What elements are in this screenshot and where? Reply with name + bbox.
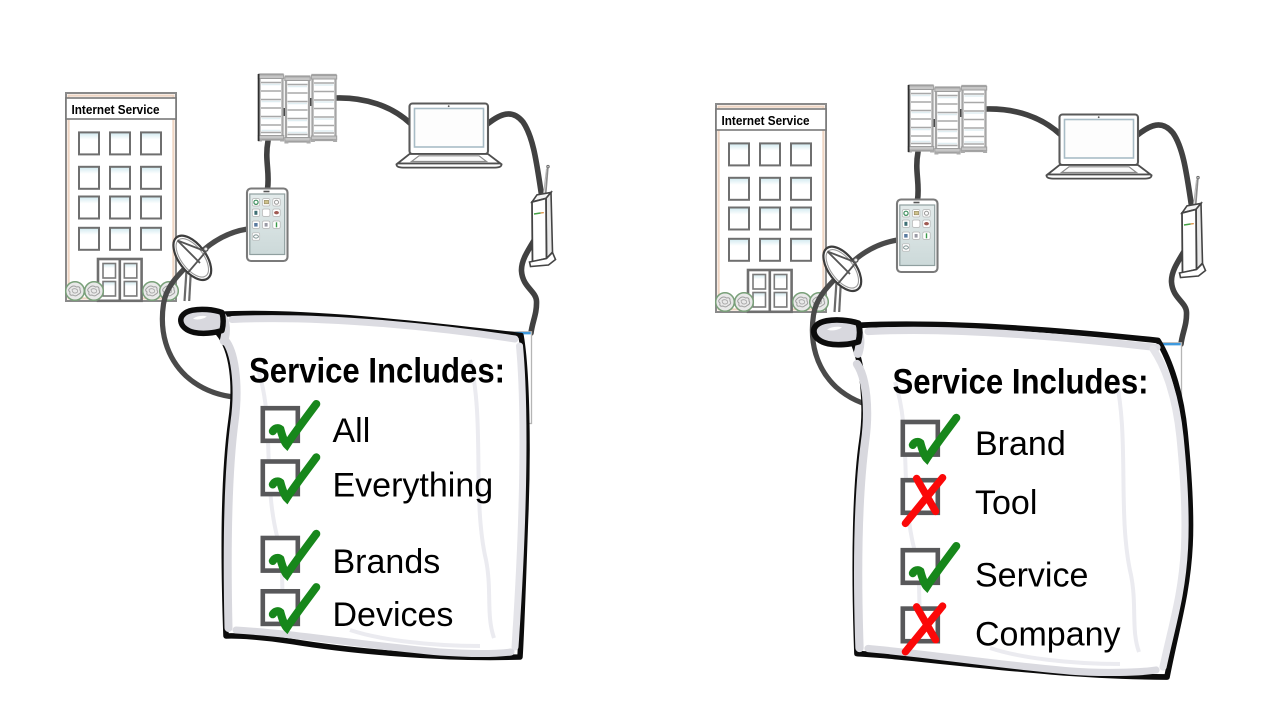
svg-text:Brands: Brands: [333, 543, 441, 581]
svg-text:Service: Service: [975, 557, 1088, 595]
svg-text:All: All: [333, 412, 371, 450]
svg-text:Devices: Devices: [333, 596, 454, 634]
svg-text:Company: Company: [975, 616, 1121, 654]
svg-text:Service Includes:: Service Includes:: [249, 352, 505, 391]
svg-text:Tool: Tool: [975, 484, 1037, 522]
svg-text:Brand: Brand: [975, 425, 1066, 463]
svg-text:Everything: Everything: [333, 467, 494, 505]
svg-text:Service Includes:: Service Includes:: [893, 363, 1149, 402]
